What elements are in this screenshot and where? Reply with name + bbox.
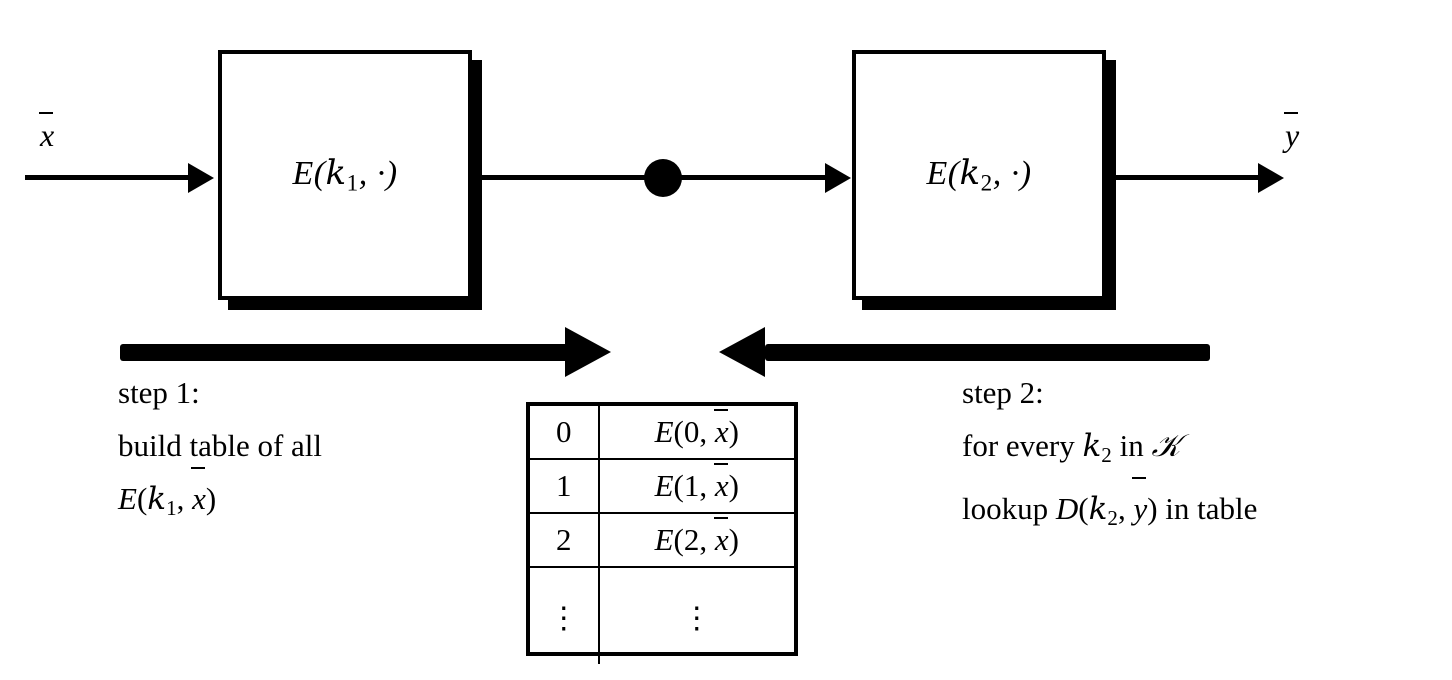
step-2-arrowhead-icon	[719, 327, 765, 377]
step-2-line-3: lookup D(k2, y) in table	[962, 476, 1257, 545]
output-wire	[1116, 175, 1262, 180]
step-1-arrowhead-icon	[565, 327, 611, 377]
input-wire	[25, 175, 205, 180]
middle-arrowhead-icon	[825, 163, 851, 193]
encrypt-block-1[interactable]: E(k1, ·)	[218, 50, 472, 300]
output-arrowhead-icon	[1258, 163, 1284, 193]
table-cell-key: 1	[530, 458, 600, 514]
table-cell-value: E(2, x)	[597, 512, 794, 568]
encrypt-block-2[interactable]: E(k2, ·)	[852, 50, 1106, 300]
input-label-x-bar: x	[38, 111, 55, 153]
table-row: 0 E(0, x)	[530, 406, 794, 460]
table-cell-value: E(1, x)	[597, 458, 794, 514]
table-row-ellipsis: ⋮ ⋮	[530, 566, 794, 664]
step-1-line-3: E(k1, x)	[118, 467, 322, 535]
encrypt-block-2-label: E(k2, ·)	[926, 152, 1032, 197]
step-2-line-1: step 2:	[962, 375, 1044, 410]
encrypt-block-1-label: E(k1, ·)	[292, 152, 398, 197]
step-1-caption: step 1: build table of all E(k1, x)	[118, 366, 322, 535]
step-2-line-2: for every k2 in 𝒦	[962, 428, 1181, 467]
output-label-y-bar: y	[1283, 111, 1300, 153]
table-row: 2 E(2, x)	[530, 512, 794, 568]
step-1-line-1: step 1:	[118, 375, 200, 410]
table-cell-value-ellipsis: ⋮	[597, 566, 794, 664]
step-1-line-2: build table of all	[118, 428, 323, 463]
table-cell-key-ellipsis: ⋮	[530, 566, 600, 664]
step-2-arrow-shaft	[765, 344, 1210, 361]
table-row: 1 E(1, x)	[530, 458, 794, 514]
table-cell-key: 0	[530, 406, 600, 460]
step-1-arrow-shaft	[120, 344, 570, 361]
tap-point-dot-icon	[644, 159, 682, 197]
precomputed-lookup-table[interactable]: 0 E(0, x) 1 E(1, x) 2 E(2, x) ⋮ ⋮	[526, 402, 798, 664]
step-2-caption: step 2: for every k2 in 𝒦 lookup D(k2, y…	[962, 366, 1257, 545]
table-cell-key: 2	[530, 512, 600, 568]
input-arrowhead-icon	[188, 163, 214, 193]
table-cell-value: E(0, x)	[597, 406, 794, 460]
